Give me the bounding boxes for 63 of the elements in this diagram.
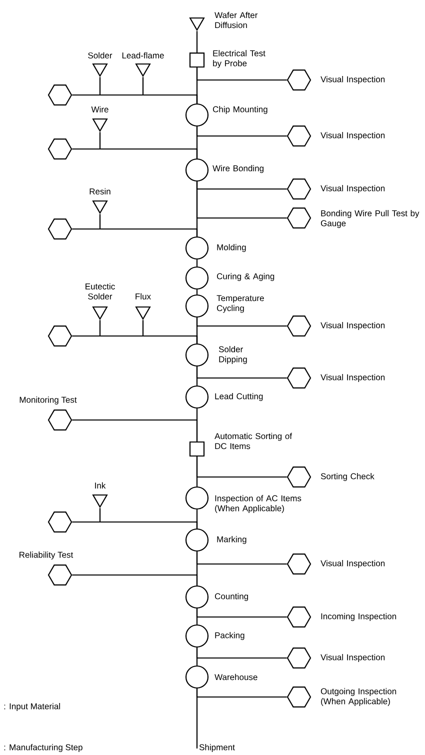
- node-label: Visual Inspection: [320, 76, 385, 84]
- node-label: Temperature Cycling: [216, 295, 264, 313]
- node-label: Visual Inspection: [320, 132, 385, 140]
- legend-text: : Input Material: [4, 703, 60, 711]
- node-label: Lead Cutting: [215, 393, 263, 401]
- flow-line: [196, 366, 287, 379]
- flow-line: [72, 94, 198, 104]
- node-label: Bonding Wire Pull Test by Gauge: [320, 210, 420, 228]
- node-label: Wire: [91, 106, 108, 112]
- node-label: Visual Inspection: [320, 185, 385, 193]
- node-label: Reliability Test: [20, 552, 74, 560]
- flow-line: [72, 521, 198, 528]
- node-label: Ink: [95, 482, 106, 488]
- node-label: Curing & Aging: [216, 273, 274, 281]
- flow-line: [72, 574, 198, 586]
- node-label: Warehouse: [214, 674, 258, 680]
- node-label: Sorting Check: [320, 473, 374, 481]
- flow-line: [196, 552, 287, 565]
- node-label: Visual Inspection: [320, 374, 385, 382]
- node-label: Monitoring Test: [20, 396, 77, 404]
- node-label: Visual Inspection: [320, 322, 385, 330]
- node-label: Outgoing Inspection (When Applicable): [320, 688, 396, 706]
- node-label: Flux: [136, 293, 151, 300]
- node-label: Solder Dipping: [218, 346, 247, 364]
- flow-line: [72, 419, 198, 442]
- node-label: Lead-flame: [122, 52, 164, 58]
- node-label: Wire Bonding: [212, 165, 264, 173]
- flow-line: [196, 260, 198, 266]
- inspection-hexagon: [48, 138, 72, 160]
- node-label: Resin: [90, 188, 110, 194]
- node-label: Visual Inspection: [320, 560, 385, 568]
- flow-line: [196, 688, 287, 698]
- flow-line: [196, 182, 287, 219]
- node-label: Packing: [215, 632, 244, 640]
- node-label: Solder: [88, 52, 112, 58]
- node-label: Automatic Sorting of DC Items: [214, 432, 292, 450]
- node-label: Shipment: [199, 744, 235, 752]
- node-label: Inspection of AC Items (When Applicable): [215, 495, 302, 513]
- node-label: Visual Inspection: [320, 654, 385, 662]
- flow-line: [196, 31, 198, 52]
- flow-line: [196, 290, 198, 294]
- flow-line: [196, 648, 287, 659]
- node-label: Chip Mounting: [212, 106, 268, 114]
- node-label: Electrical Test by Probe: [213, 50, 266, 68]
- inspection-hexagon: [48, 326, 72, 347]
- node-label: Wafer After Diffusion: [214, 12, 258, 28]
- flow-line: [72, 228, 198, 236]
- legend-text: : Manufacturing Step: [4, 744, 82, 752]
- flow-line: [72, 148, 198, 158]
- flow-line: [196, 68, 287, 81]
- node-label: Molding: [217, 244, 246, 252]
- node-label: Incoming Inspection: [321, 613, 396, 621]
- node-label: Counting: [214, 593, 248, 601]
- flow-line: [196, 318, 287, 327]
- flow-line: [196, 608, 287, 618]
- inspection-hexagon: [48, 512, 72, 533]
- inspection-hexagon: [48, 84, 72, 106]
- node-label: Eutectic Solder: [86, 283, 115, 300]
- flow-line: [196, 126, 287, 137]
- inspection-hexagon: [48, 218, 72, 240]
- flow-line: [196, 456, 287, 478]
- flow-line: [72, 335, 198, 344]
- node-label: Marking: [217, 536, 246, 544]
